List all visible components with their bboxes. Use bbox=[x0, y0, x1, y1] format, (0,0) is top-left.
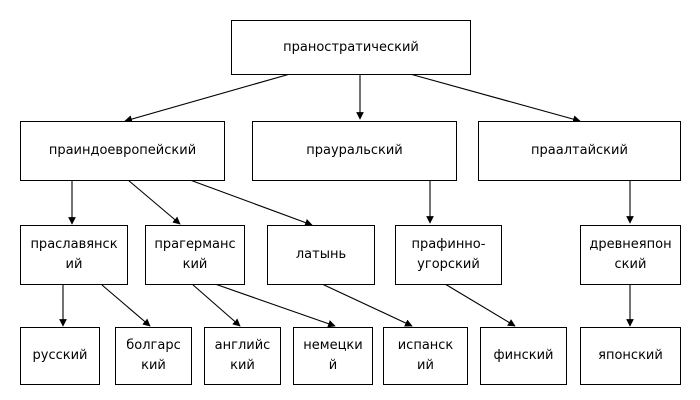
edge-ie-germ bbox=[127, 179, 181, 225]
edge-fu-fin bbox=[444, 283, 516, 327]
node-german: немецки й bbox=[293, 327, 373, 385]
edge-root-ie bbox=[124, 73, 291, 123]
node-proto-germanic: прагерманс кий bbox=[145, 225, 245, 285]
edge-slav-bul bbox=[101, 284, 151, 327]
node-proto-altaic: праалтайский bbox=[478, 121, 681, 181]
node-proto-finno-ugric: прафинно- угорский bbox=[395, 225, 502, 285]
edge-germ-ger bbox=[214, 283, 336, 328]
node-proto-indo-european: праиндоевропейский bbox=[20, 121, 225, 181]
node-bulgarian: болгарс кий bbox=[115, 327, 192, 385]
node-old-japanese: древнеяпон ский bbox=[580, 225, 681, 285]
node-english: английс кий bbox=[204, 327, 281, 385]
node-russian: русский bbox=[20, 327, 100, 385]
node-proto-slavic: праславянск ий bbox=[20, 225, 128, 285]
node-spanish: испанск ий bbox=[383, 327, 468, 385]
node-japanese: японский bbox=[580, 327, 681, 385]
node-latin: латынь bbox=[267, 225, 375, 285]
node-proto-uralic: прауральский bbox=[252, 121, 457, 181]
edge-ie-lat bbox=[189, 179, 313, 227]
node-proto-nostratic: праностратический bbox=[231, 20, 471, 75]
node-finnish: финский bbox=[480, 327, 567, 385]
edge-germ-eng bbox=[191, 283, 241, 327]
edge-root-alt bbox=[409, 73, 581, 123]
edge-lat-spa bbox=[321, 283, 413, 327]
